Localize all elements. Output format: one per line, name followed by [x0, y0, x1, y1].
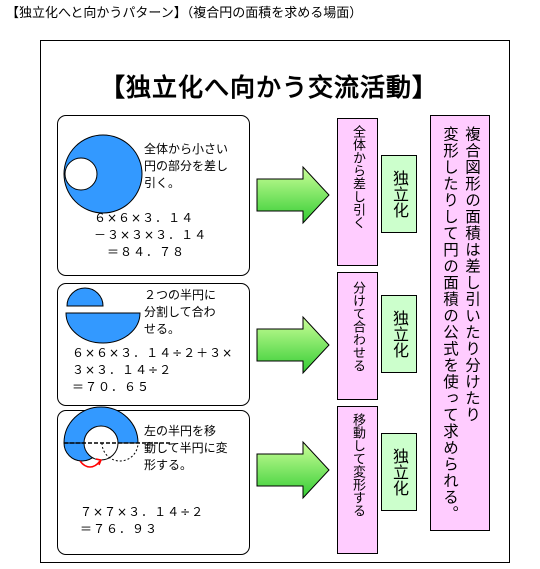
- method-box-subtract: 全体から差し引く: [337, 118, 378, 266]
- method-label: 分けて合わせる: [350, 281, 365, 372]
- large-half-circle-shape: [63, 406, 139, 444]
- move-arrow-icon: [79, 460, 101, 468]
- card-description: 左の半円を移 動して半円に変 形する。: [144, 424, 228, 472]
- semicircles-split-figure: [65, 287, 141, 344]
- method-box-split: 分けて合わせる: [337, 272, 378, 400]
- diagram-frame: [40, 40, 510, 563]
- independent-box: 独立化: [381, 155, 417, 233]
- diagram-title: 【独立化へ向かう交流活動】: [100, 73, 439, 102]
- card-formula: ６×６×３．１４÷２＋３× ３×３．１４÷２ ＝７０．６５: [72, 346, 234, 394]
- card-description: 全体から小さい 円の部分を差し 引く。: [144, 142, 229, 190]
- method-card-move: 左の半円を移 動して半円に変 形する。 ７×７×３．１４÷２ ＝７６．９３: [57, 406, 250, 555]
- independent-label: 独立化: [390, 170, 409, 218]
- large-circle-shape: [63, 134, 143, 214]
- right-arrow-icon: [256, 315, 330, 375]
- method-card-subtract: 全体から小さい 円の部分を差し 引く。 ６×６×３．１４ －３×３×３．１４ ＝…: [57, 115, 250, 276]
- small-circle-shape: [64, 157, 98, 191]
- card-formula: ７×７×３．１４÷２ ＝７６．９３: [80, 505, 205, 536]
- page-caption: 【独立化へと向かうパターン】（複合円の面積を求める場面）: [6, 6, 363, 21]
- move-arrowhead-icon: [95, 458, 103, 466]
- small-half-circle-moved: [101, 442, 139, 462]
- card-formula: ６×６×３．１４ －３×３×３．１４ ＝８４．７８: [94, 211, 208, 259]
- small-semicircle-shape: [66, 287, 104, 307]
- independent-label: 独立化: [390, 448, 409, 496]
- method-box-move: 移動して変形する: [337, 406, 378, 554]
- large-semicircle-shape: [65, 312, 141, 344]
- circle-subtract-figure: [63, 134, 143, 214]
- right-arrow-icon: [256, 440, 330, 500]
- method-label: 全体から差し引く: [350, 125, 365, 229]
- independent-box: 独立化: [381, 295, 417, 373]
- independent-box: 独立化: [381, 433, 417, 511]
- conclusion-box: 複合図形の面積は差し引いたり分けたり変形したりして円の面積の公式を使って求められ…: [430, 115, 490, 531]
- move-transform-figure: [63, 406, 170, 468]
- method-label: 移動して変形する: [350, 413, 365, 517]
- independent-label: 独立化: [390, 310, 409, 358]
- card-description: ２つの半円に 分割して合わ せる。: [144, 288, 217, 336]
- method-card-split: ２つの半円に 分割して合わ せる。 ６×６×３．１４÷２＋３× ３×３．１４÷２…: [57, 283, 250, 406]
- conclusion-text: 複合図形の面積は差し引いたり分けたり変形したりして円の面積の公式を使って求められ…: [441, 126, 481, 522]
- right-arrow-icon: [256, 165, 330, 225]
